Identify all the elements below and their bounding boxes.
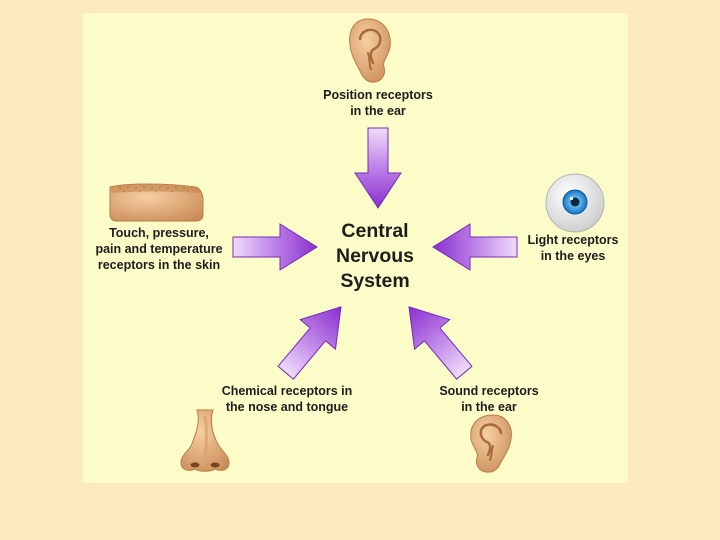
ear-icon xyxy=(349,18,391,83)
label-line: Chemical receptors in xyxy=(221,384,353,398)
arrow-up-right xyxy=(277,306,342,380)
central-nervous-system-label: Central Nervous System xyxy=(315,219,435,294)
center-line: Nervous xyxy=(335,245,415,267)
diagram-panel xyxy=(83,13,628,483)
ear-icon xyxy=(470,414,512,473)
position-receptors-label: Position receptors in the ear xyxy=(313,87,443,119)
arrow-up-left xyxy=(408,306,473,380)
center-line: System xyxy=(340,270,410,292)
label-line: in the ear xyxy=(350,104,406,118)
label-line: the nose and tongue xyxy=(225,400,349,414)
nose-icon xyxy=(180,409,230,472)
light-receptors-label: Light receptors in the eyes xyxy=(518,232,628,264)
arrow-right xyxy=(232,223,318,271)
label-line: Position receptors xyxy=(323,88,433,102)
skin-receptors-label: Touch, pressure, pain and temperature re… xyxy=(86,225,232,273)
arrow-left xyxy=(432,223,518,271)
center-line: Central xyxy=(341,220,409,242)
label-line: Sound receptors xyxy=(439,384,539,398)
label-line: Light receptors xyxy=(527,233,619,247)
label-line: pain and temperature xyxy=(95,242,223,256)
label-line: in the ear xyxy=(461,400,517,414)
label-line: Touch, pressure, xyxy=(109,226,209,240)
arrow-down xyxy=(354,127,402,209)
eye-icon xyxy=(545,173,605,233)
label-line: in the eyes xyxy=(540,249,606,263)
label-line: receptors in the skin xyxy=(97,258,221,272)
sound-receptors-label: Sound receptors in the ear xyxy=(426,383,552,415)
chemical-receptors-label: Chemical receptors in the nose and tongu… xyxy=(207,383,367,415)
skin-icon xyxy=(109,183,204,222)
